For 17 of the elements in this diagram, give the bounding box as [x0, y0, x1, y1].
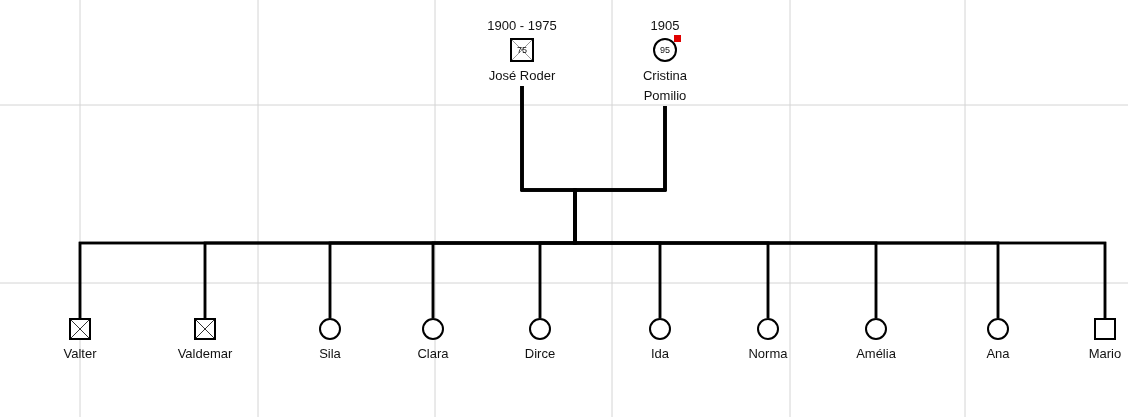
- age-number: 95: [660, 45, 670, 55]
- person-name: Amélia: [856, 345, 896, 363]
- person-name: Valdemar: [177, 345, 233, 363]
- life-dates: 1900 - 1975: [487, 18, 557, 34]
- family-line: [573, 106, 1107, 318]
- person-name: Mario: [1088, 345, 1122, 363]
- person-name: Norma: [748, 345, 788, 363]
- person-name: Valter: [63, 345, 97, 363]
- person-name: Clara: [417, 345, 449, 363]
- life-dates: 1905: [650, 18, 680, 34]
- person-name: Sila: [319, 345, 341, 363]
- person-name: José Roder: [488, 67, 556, 85]
- person-name: Dirce: [524, 345, 556, 363]
- age-number: 75: [517, 45, 527, 55]
- person-name: Ana: [986, 345, 1010, 363]
- person-name: Cristina Pomilio: [641, 67, 689, 105]
- person-name: Ida: [650, 345, 670, 363]
